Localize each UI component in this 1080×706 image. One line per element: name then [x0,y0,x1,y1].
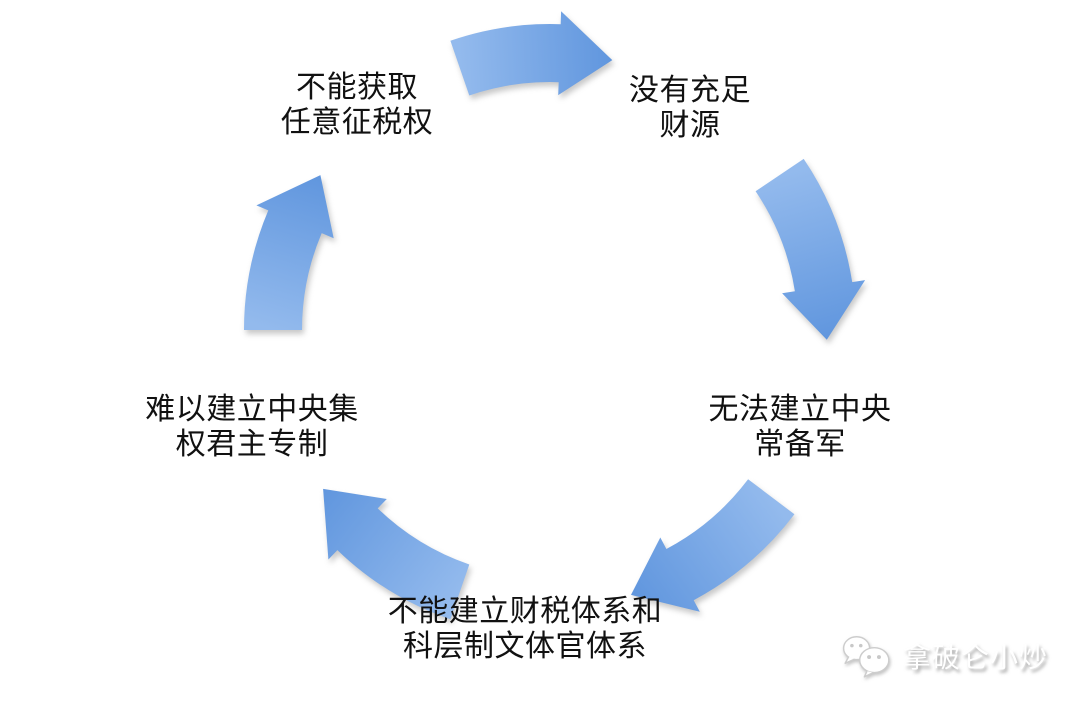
node-label-line: 难以建立中央集 [145,393,359,426]
cycle-node-fiscal-system: 不能建立财税体系和 科层制文体官体系 [388,594,663,664]
cycle-node-monarchy: 难以建立中央集 权君主专制 [145,392,359,462]
cycle-arrow-5 [243,175,334,330]
node-label-line: 不能获取 [296,71,418,104]
cycle-arrow-2 [755,158,866,340]
node-label-line: 无法建立中央 [708,393,892,426]
cycle-node-tax-power: 不能获取 任意征税权 [281,70,434,140]
node-label-line: 任意征税权 [280,106,434,139]
cycle-arrow-3 [631,479,795,612]
node-label-line: 常备军 [754,428,846,461]
cycle-arrow-1 [450,11,613,96]
cycle-node-army: 无法建立中央 常备军 [709,392,892,462]
cycle-node-revenue: 没有充足 财源 [629,73,751,143]
cycle-arrow-4 [323,488,470,620]
watermark: 拿破仑小炒 [841,634,1048,678]
watermark-label: 拿破仑小炒 [902,642,1048,673]
node-label-line: 财源 [659,109,721,142]
node-label-line: 权君主专制 [175,428,329,461]
node-label-line: 没有充足 [629,74,751,107]
node-label-line: 不能建立财税体系和 [387,595,663,628]
wechat-icon [842,636,890,678]
node-label-line: 科层制文体官体系 [403,630,647,663]
